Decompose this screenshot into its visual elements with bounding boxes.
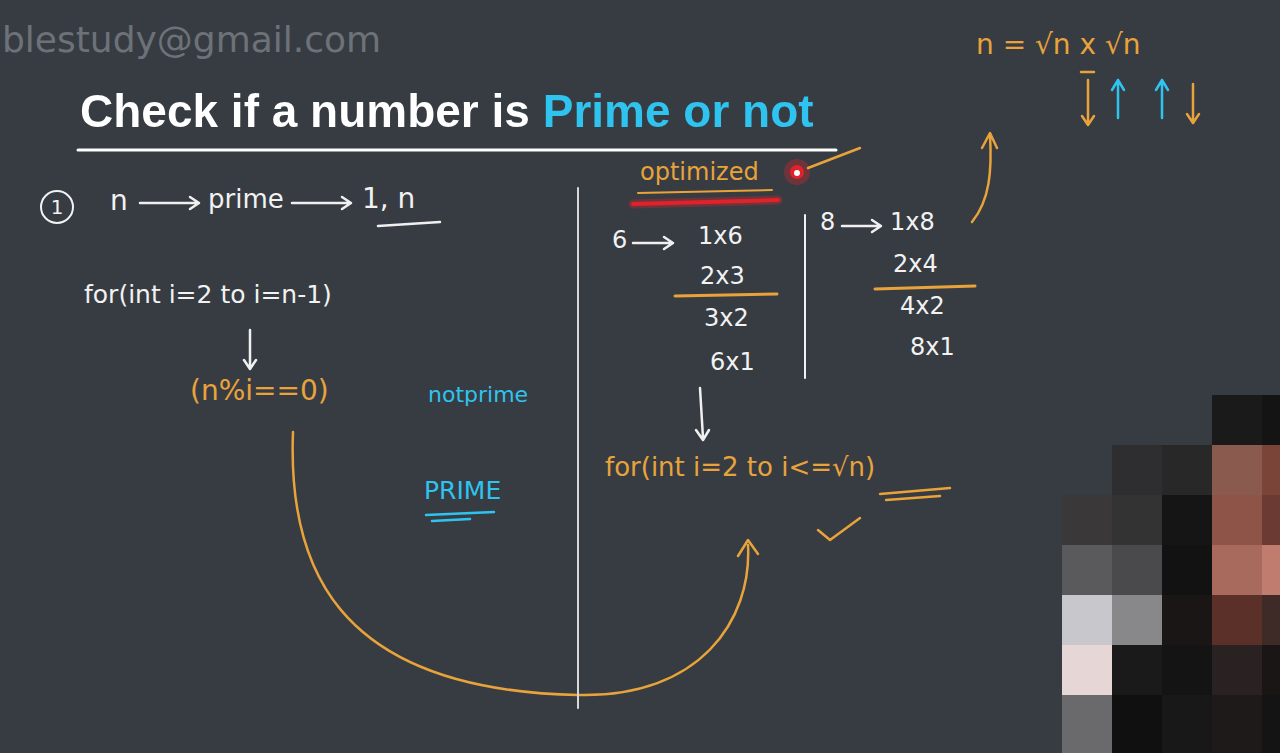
pixel	[1262, 495, 1280, 545]
factor-pair: 1x6	[698, 222, 743, 251]
note-text: notprime	[428, 382, 528, 408]
sketch-arrow	[292, 197, 351, 209]
pointer-dot	[790, 165, 804, 179]
pixel	[1112, 695, 1162, 753]
down-arrow	[1081, 72, 1094, 125]
pixel	[1162, 595, 1212, 645]
pixel	[1112, 645, 1162, 695]
pixel	[1212, 545, 1262, 595]
pixel	[1112, 495, 1162, 545]
down-arrow	[244, 330, 256, 369]
step-number: 1	[51, 197, 64, 217]
pixel	[1212, 445, 1262, 495]
code-text: (n%i==0)	[190, 374, 329, 408]
pixel	[1062, 595, 1112, 645]
pixel	[1112, 595, 1162, 645]
down-arrow	[696, 388, 709, 440]
note-text: 1, n	[362, 182, 415, 216]
pixel	[1212, 395, 1262, 445]
note-text: prime	[208, 184, 284, 215]
pixel	[1262, 445, 1280, 495]
pointer-stroke	[808, 148, 860, 168]
pixel	[1162, 495, 1212, 545]
underline	[638, 190, 772, 193]
pixel	[1212, 595, 1262, 645]
pixel	[1262, 695, 1280, 753]
divider	[577, 188, 579, 708]
pixel	[1112, 445, 1162, 495]
curved-arrow	[972, 133, 997, 222]
page-title: Check if a number is Prime or not	[80, 84, 814, 139]
formula: n = √n x √n	[976, 28, 1141, 62]
split-line	[675, 294, 777, 296]
pixel	[1262, 595, 1280, 645]
sketch-arrow	[842, 220, 881, 232]
up-arrow	[1156, 80, 1168, 118]
pixel	[1162, 545, 1212, 595]
pixel	[1262, 395, 1280, 445]
pixelated-webcam	[1062, 395, 1280, 753]
sketch-arrow	[633, 237, 673, 249]
down-arrow	[1187, 84, 1199, 123]
highlight-line	[633, 200, 778, 204]
watermark: blestudy@gmail.com	[2, 18, 381, 61]
underline	[880, 488, 950, 500]
pixel	[1162, 695, 1212, 753]
pixel	[1112, 545, 1162, 595]
factor-pair: 2x3	[700, 262, 745, 291]
sketch-arrow	[140, 197, 199, 209]
up-arrow	[1112, 80, 1124, 118]
pixel	[1212, 495, 1262, 545]
heading-note: optimized	[640, 158, 759, 187]
pixel	[1262, 545, 1280, 595]
code-text: for(int i=2 to i=n-1)	[84, 280, 332, 310]
number: 6	[612, 226, 627, 255]
check-mark	[818, 518, 860, 540]
title-underline	[78, 149, 836, 152]
factor-pair: 2x4	[893, 250, 938, 279]
number: 8	[820, 208, 835, 237]
highlight-glow	[633, 200, 778, 204]
pixel	[1062, 645, 1112, 695]
factor-pair: 6x1	[710, 348, 755, 377]
pixel	[1212, 695, 1262, 753]
pixel	[1262, 645, 1280, 695]
underline	[378, 222, 440, 226]
variable: n	[110, 184, 128, 218]
pointer-glow	[784, 159, 810, 185]
result-text: PRIME	[424, 476, 501, 506]
pixel	[1162, 645, 1212, 695]
divider	[804, 215, 806, 378]
code-text: for(int i=2 to i<=√n)	[605, 452, 875, 483]
split-line	[875, 286, 975, 289]
pixel	[1062, 545, 1112, 595]
underline	[426, 512, 494, 521]
pixel	[1162, 445, 1212, 495]
pixel	[1062, 495, 1112, 545]
pointer-core	[794, 170, 800, 176]
factor-pair: 3x2	[704, 304, 749, 333]
pixel	[1062, 695, 1112, 753]
factor-pair: 8x1	[910, 333, 955, 362]
pixel	[1212, 645, 1262, 695]
factor-pair: 1x8	[890, 208, 935, 237]
step-circle: 1	[40, 190, 74, 224]
factor-pair: 4x2	[900, 292, 945, 321]
